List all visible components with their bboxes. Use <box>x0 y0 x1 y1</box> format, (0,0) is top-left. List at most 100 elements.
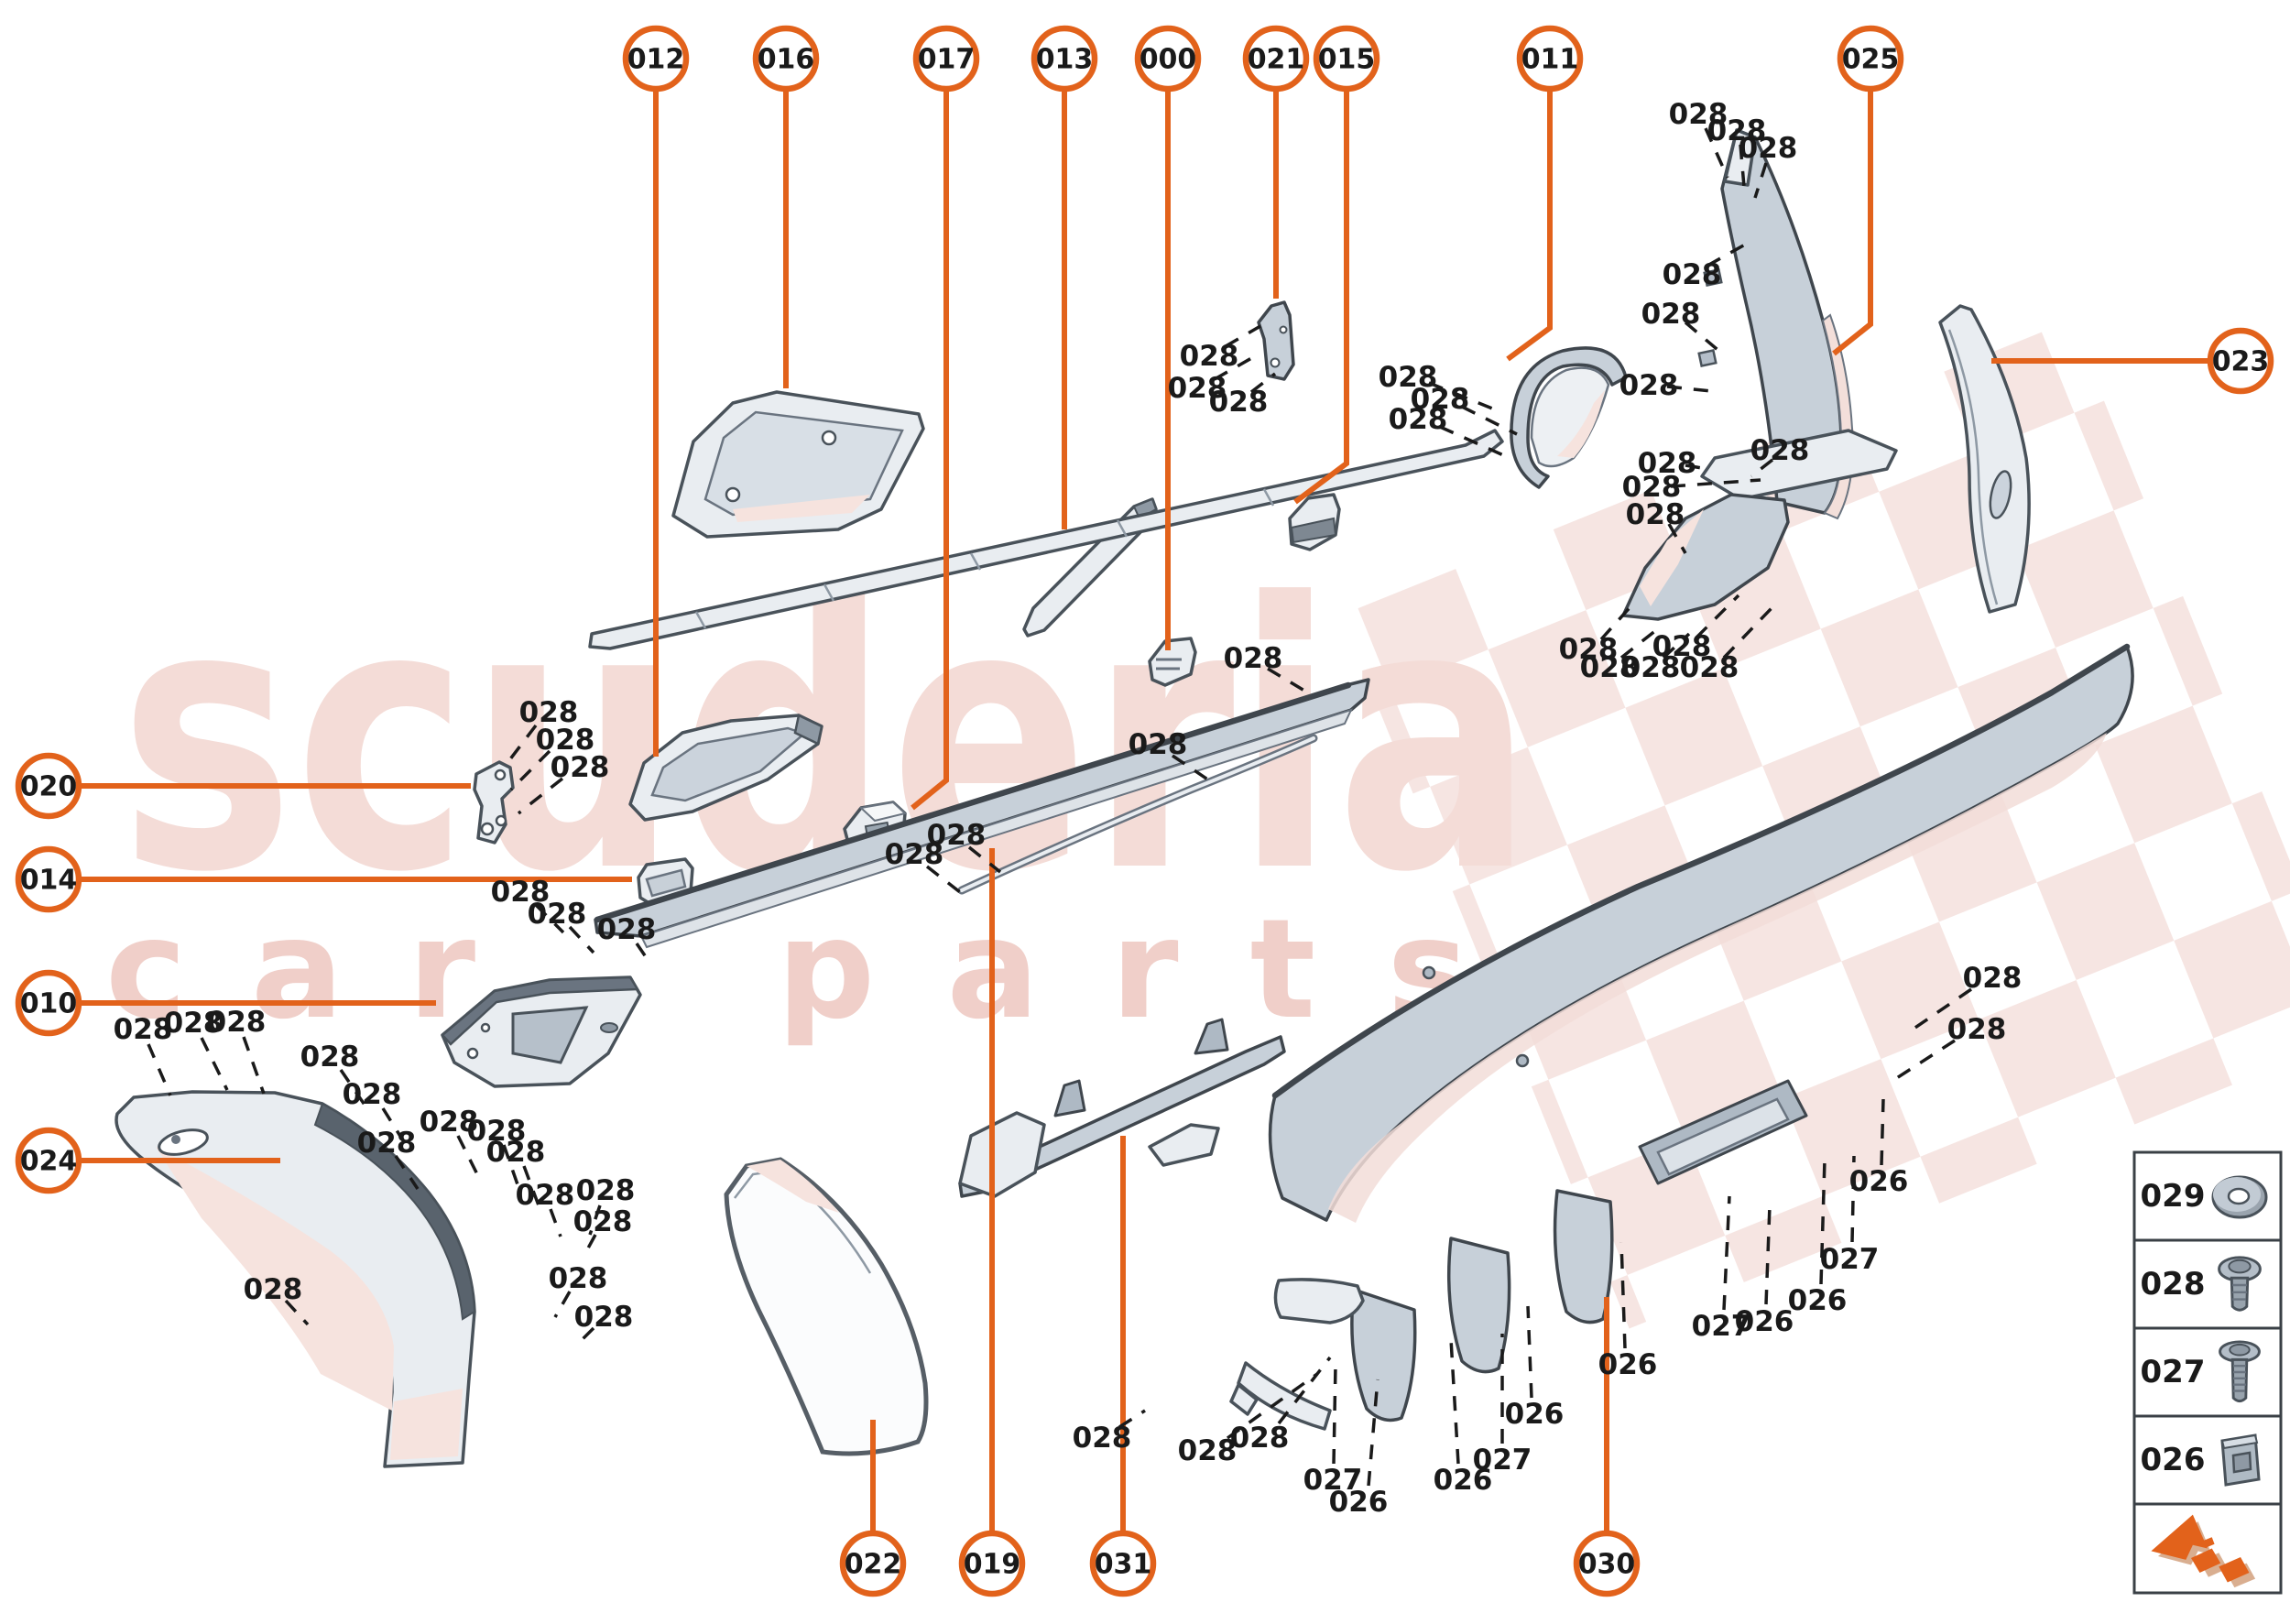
watermark-parts-text: parts <box>777 890 1541 1050</box>
fastener-label-028: 028 <box>528 898 587 931</box>
callout-031[interactable]: 031 <box>1089 1530 1157 1597</box>
callout-014[interactable]: 014 <box>15 845 82 913</box>
fastener-label-028: 028 <box>1707 114 1767 147</box>
callout-020[interactable]: 020 <box>15 752 82 820</box>
callout-number: 019 <box>964 1549 1021 1581</box>
fastener-label-026: 026 <box>1434 1464 1493 1497</box>
fastener-label-028: 028 <box>927 819 987 852</box>
fastener-label-028: 028 <box>467 1115 527 1148</box>
fastener-label-028: 028 <box>1224 642 1283 675</box>
fastener-label-028: 028 <box>1680 651 1739 684</box>
dash-line <box>1461 405 1518 436</box>
legend-code: 028 <box>2141 1266 2206 1302</box>
part-carrier-rail-drawing <box>588 429 1504 650</box>
dash-line <box>1225 324 1261 348</box>
callout-011[interactable]: 011 <box>1516 25 1584 93</box>
dash-line <box>1226 1372 1319 1440</box>
fastener-label-027: 027 <box>1692 1310 1751 1343</box>
part-022-drawing <box>724 1157 929 1456</box>
fastener-label-028: 028 <box>1209 386 1269 419</box>
fastener-label-028: 028 <box>1739 132 1798 165</box>
part-023-drawing <box>1938 304 2031 614</box>
callout-012[interactable]: 012 <box>622 25 690 93</box>
fastener-label-028: 028 <box>1580 651 1640 684</box>
callout-number: 022 <box>845 1549 902 1581</box>
fastener-label-028: 028 <box>1180 340 1239 373</box>
fastener-label-028: 028 <box>597 913 657 946</box>
fastener-label-028: 028 <box>207 1006 267 1039</box>
leader-line-011 <box>1506 89 1553 362</box>
legend-code: 026 <box>2141 1442 2206 1478</box>
callout-016[interactable]: 016 <box>752 25 820 93</box>
dash-line <box>284 1299 310 1326</box>
dash-line <box>583 1234 597 1256</box>
dash-line <box>1439 425 1510 460</box>
fastener-label-028: 028 <box>1663 258 1722 291</box>
fastener-label-028: 028 <box>420 1106 479 1139</box>
callout-019[interactable]: 019 <box>958 1530 1026 1597</box>
callout-number: 025 <box>1842 44 1900 76</box>
fastener-label-028: 028 <box>357 1127 417 1160</box>
fastener-label-026: 026 <box>1735 1305 1794 1338</box>
dash-line <box>1750 458 1774 478</box>
dash-line <box>1819 1159 1827 1285</box>
part-012-drawing <box>628 714 823 822</box>
callout-000[interactable]: 000 <box>1134 25 1202 93</box>
fastener-label-028: 028 <box>574 1301 634 1334</box>
leader-lines-layer <box>80 89 2209 1532</box>
fastener-label-028: 028 <box>1230 1422 1290 1455</box>
callout-015[interactable]: 015 <box>1313 25 1380 93</box>
dash-line <box>147 1043 172 1096</box>
dash-line <box>1277 1356 1332 1425</box>
dash-line <box>1249 372 1277 394</box>
fastener-label-028: 028 <box>1389 403 1448 436</box>
callout-025[interactable]: 025 <box>1837 25 1904 93</box>
fastener-label-026: 026 <box>1788 1284 1848 1317</box>
dash-line <box>200 1037 229 1091</box>
dash-line <box>1619 1241 1627 1349</box>
fastener-label-028: 028 <box>486 1136 546 1169</box>
callout-010[interactable]: 010 <box>15 969 82 1037</box>
fastener-label-028: 028 <box>1652 630 1712 663</box>
dash-line <box>522 1165 540 1206</box>
callout-017[interactable]: 017 <box>912 25 980 93</box>
callout-030[interactable]: 030 <box>1573 1530 1641 1597</box>
fastener-label-028: 028 <box>1619 369 1679 402</box>
fastener-label-028: 028 <box>1669 98 1728 131</box>
fastener-label-028: 028 <box>1411 383 1470 416</box>
fastener-label-028: 028 <box>1947 1013 2007 1046</box>
legend-part-icon-washer <box>2211 1175 2268 1219</box>
fastener-label-028: 028 <box>516 1179 575 1212</box>
dash-line <box>1739 144 1746 188</box>
dash-line <box>502 1144 520 1188</box>
callout-024[interactable]: 024 <box>15 1127 82 1194</box>
dash-line <box>339 1069 370 1111</box>
dash-line <box>1684 321 1724 355</box>
fastener-label-028: 028 <box>244 1273 303 1306</box>
callout-number: 031 <box>1095 1549 1152 1581</box>
dash-line <box>1662 632 1691 659</box>
part-016-drawing <box>671 390 925 539</box>
fastener-label-028: 028 <box>573 1205 633 1238</box>
part-015-drawing <box>1288 493 1341 551</box>
legend-row-029: 029 <box>2132 1150 2283 1242</box>
callout-013[interactable]: 013 <box>1030 25 1098 93</box>
dash-line <box>534 903 565 934</box>
callout-022[interactable]: 022 <box>839 1530 907 1597</box>
dash-line <box>1428 381 1498 412</box>
callout-number: 015 <box>1318 44 1376 76</box>
leader-line-025 <box>1832 89 1873 356</box>
dash-line <box>1695 594 1740 639</box>
dash-line <box>925 865 962 894</box>
callout-023[interactable]: 023 <box>2207 327 2274 395</box>
dash-line <box>517 777 564 815</box>
callout-number: 000 <box>1140 44 1197 76</box>
fastener-label-027: 027 <box>1473 1444 1532 1477</box>
fastener-label-028: 028 <box>551 751 610 784</box>
callout-number: 013 <box>1036 44 1094 76</box>
callout-021[interactable]: 021 <box>1242 25 1310 93</box>
fastener-label-026: 026 <box>1849 1165 1909 1198</box>
part-019-drawing <box>594 678 1370 949</box>
callout-number: 020 <box>20 771 78 803</box>
